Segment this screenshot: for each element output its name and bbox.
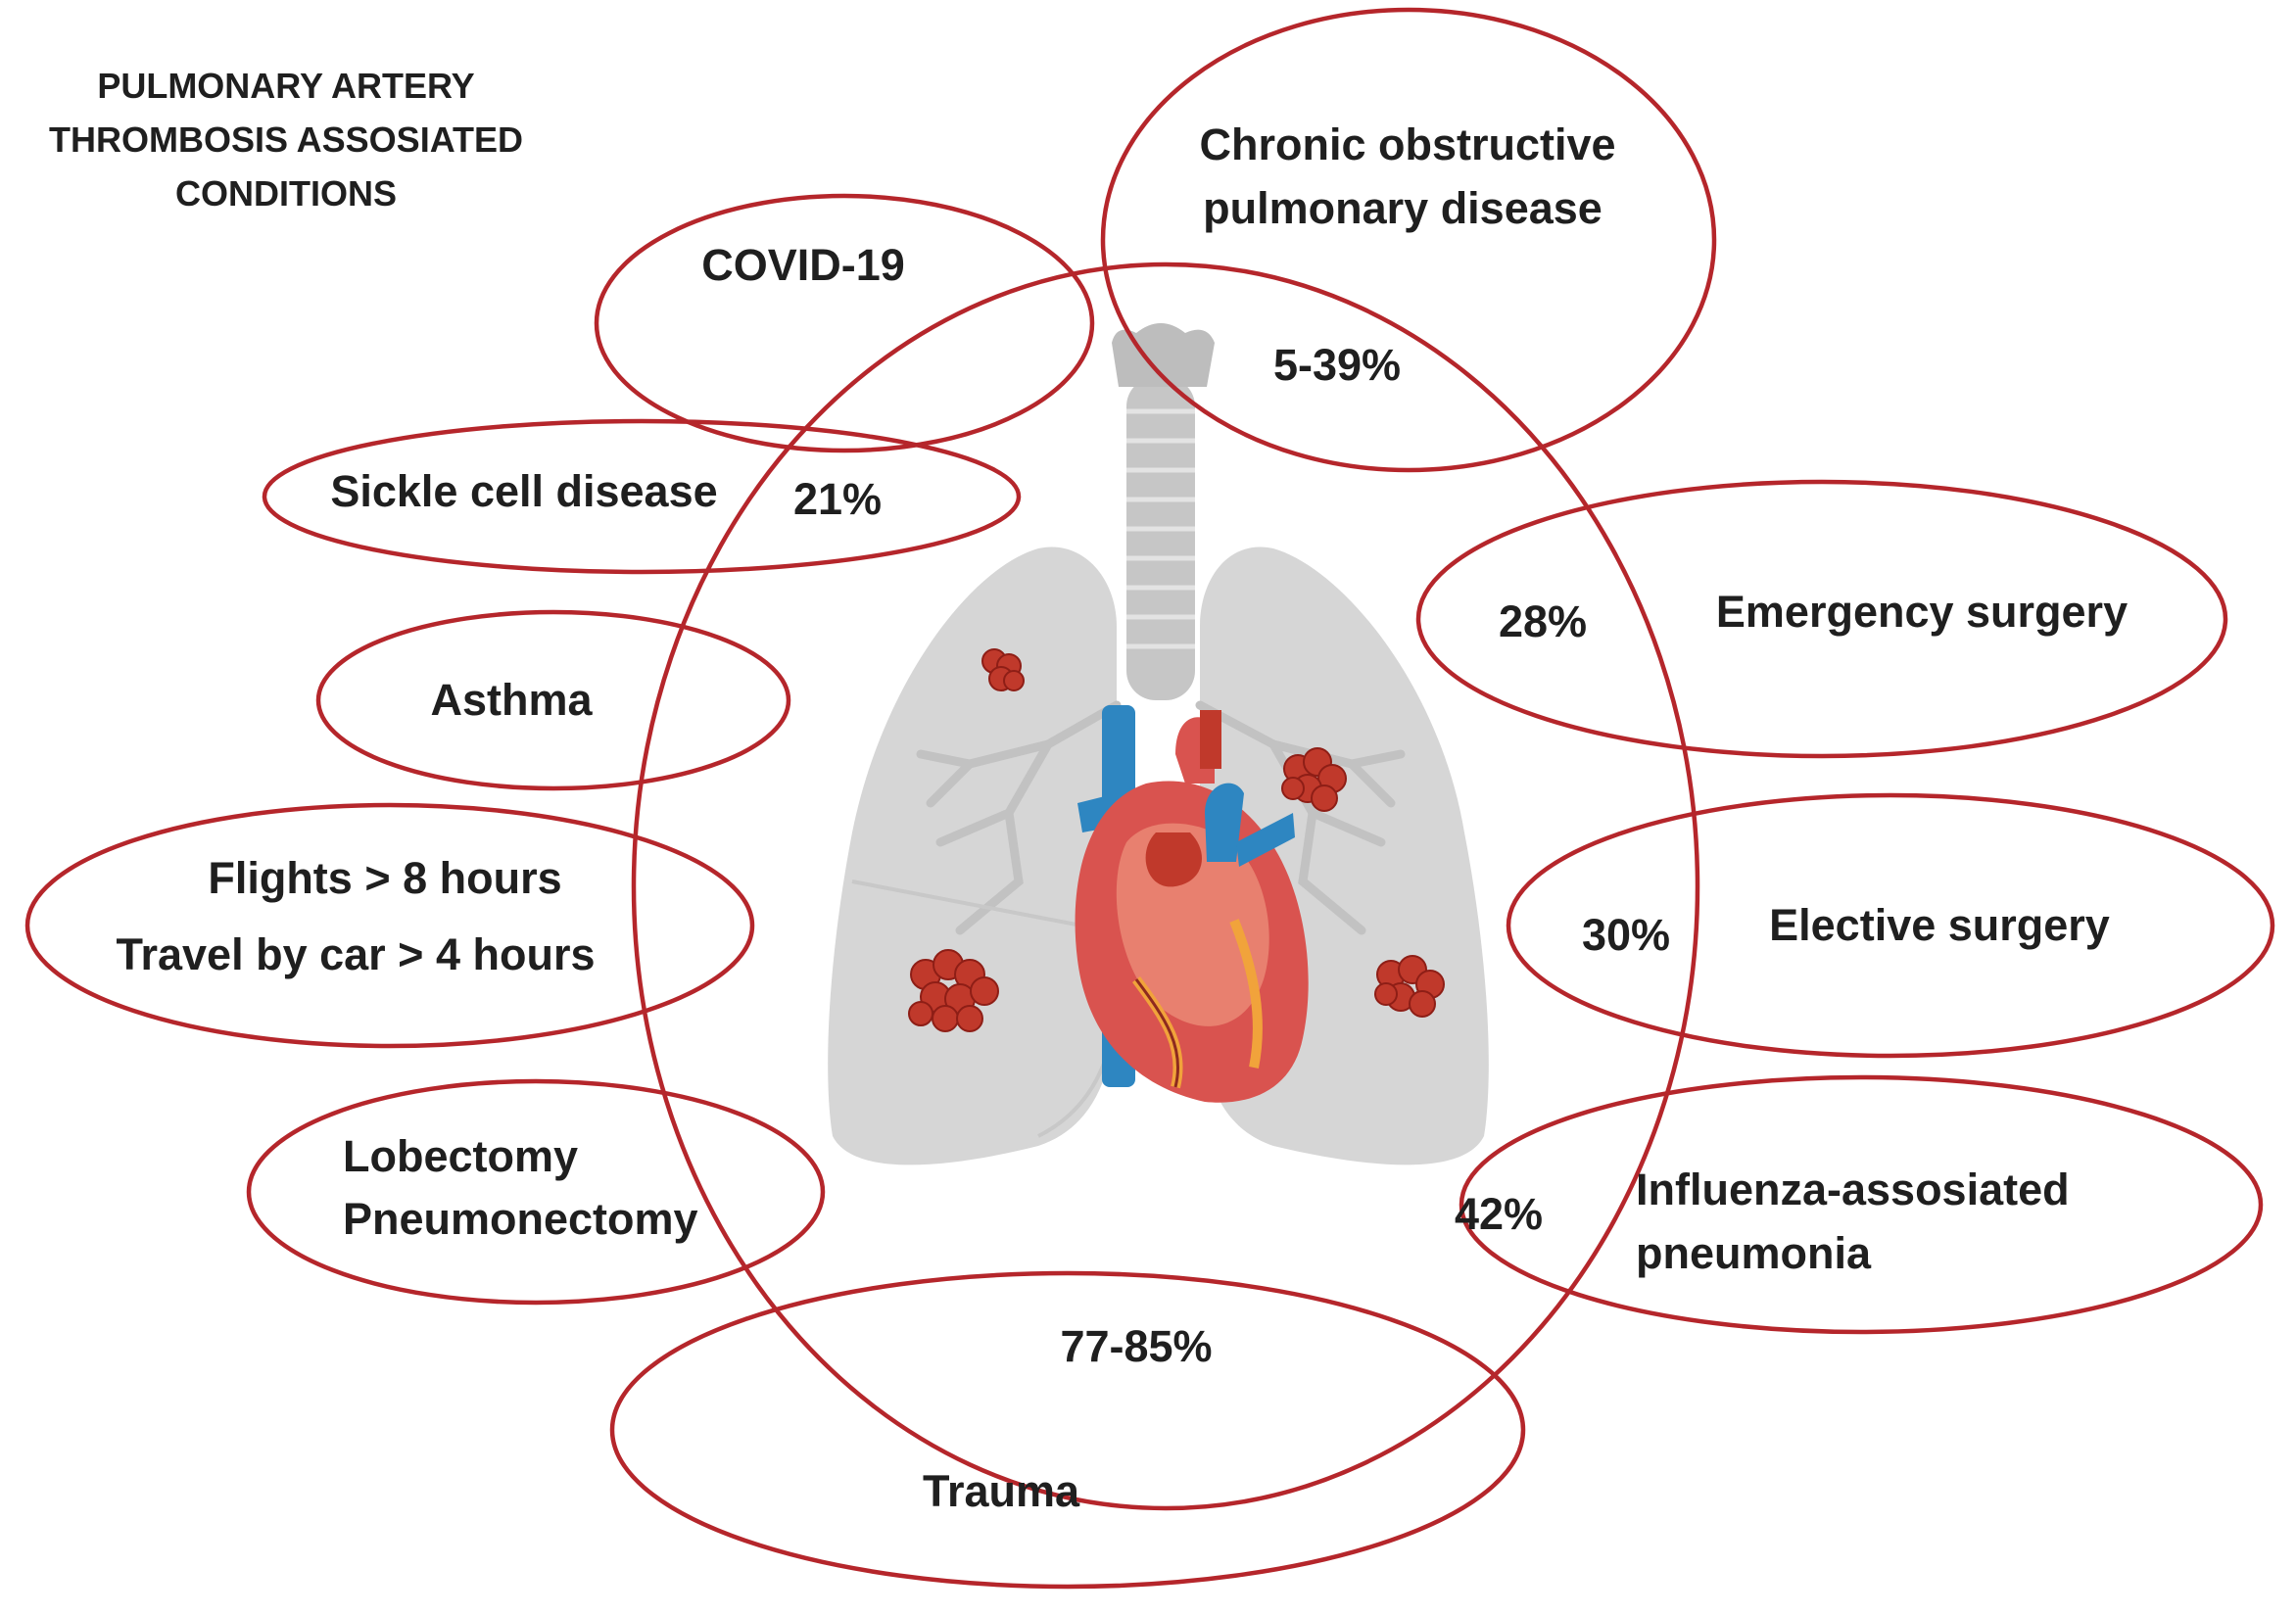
pct-elective-surgery: 30% [1582,910,1670,960]
label-trauma: Trauma [923,1466,1080,1516]
aorta-icon [1175,710,1221,784]
label-influenza-line-1: Influenza-assosiated [1636,1164,2070,1214]
ring-sickle-cell [262,418,1022,575]
ring-covid-19 [594,193,1095,453]
label-influenza-line-2: pneumonia [1636,1228,1872,1278]
ring-central [631,261,1700,1511]
clot-icon [981,648,1025,691]
label-elective-surgery: Elective surgery [1769,900,2110,950]
pct-copd: 5-39% [1273,340,1401,390]
ring-flights [24,802,755,1049]
pct-emergency-surgery: 28% [1499,596,1587,646]
left-lung-icon [828,547,1117,1165]
label-sickle-cell: Sickle cell disease [330,466,717,516]
diagram-title: PULMONARY ARTERY THROMBOSIS ASSOSIATED C… [49,66,523,214]
title-line-1: PULMONARY ARTERY [97,66,474,106]
label-covid-19: COVID-19 [701,240,905,290]
label-flights-line-2: Travel by car > 4 hours [116,929,595,979]
heart-lungs-illustration [828,323,1489,1165]
clot-icon [908,949,999,1032]
trachea-icon [1112,323,1215,700]
label-copd-line-1: Chronic obstructive [1199,119,1615,169]
ring-trauma [609,1270,1526,1590]
title-line-3: CONDITIONS [175,173,397,214]
clot-icon [1374,955,1445,1018]
ring-copd [1100,7,1717,473]
ring-lobectomy [246,1078,826,1306]
clot-icon [1281,747,1347,812]
ring-elective-surgery [1506,792,2275,1059]
label-lobectomy-line-2: Pneumonectomy [343,1194,698,1244]
ring-asthma [315,609,791,791]
label-emergency-surgery: Emergency surgery [1716,587,2128,637]
label-flights-line-1: Flights > 8 hours [208,853,561,903]
pct-trauma: 77-85% [1060,1321,1212,1371]
ring-emergency-surgery [1415,479,2228,759]
label-lobectomy-line-1: Lobectomy [343,1131,578,1181]
label-asthma: Asthma [430,675,593,725]
label-copd-line-2: pulmonary disease [1203,183,1602,233]
ring-influenza [1459,1074,2264,1335]
title-line-2: THROMBOSIS ASSOSIATED [49,119,523,160]
pct-sickle-cell: 21% [793,474,882,524]
pct-influenza: 42% [1455,1189,1543,1239]
